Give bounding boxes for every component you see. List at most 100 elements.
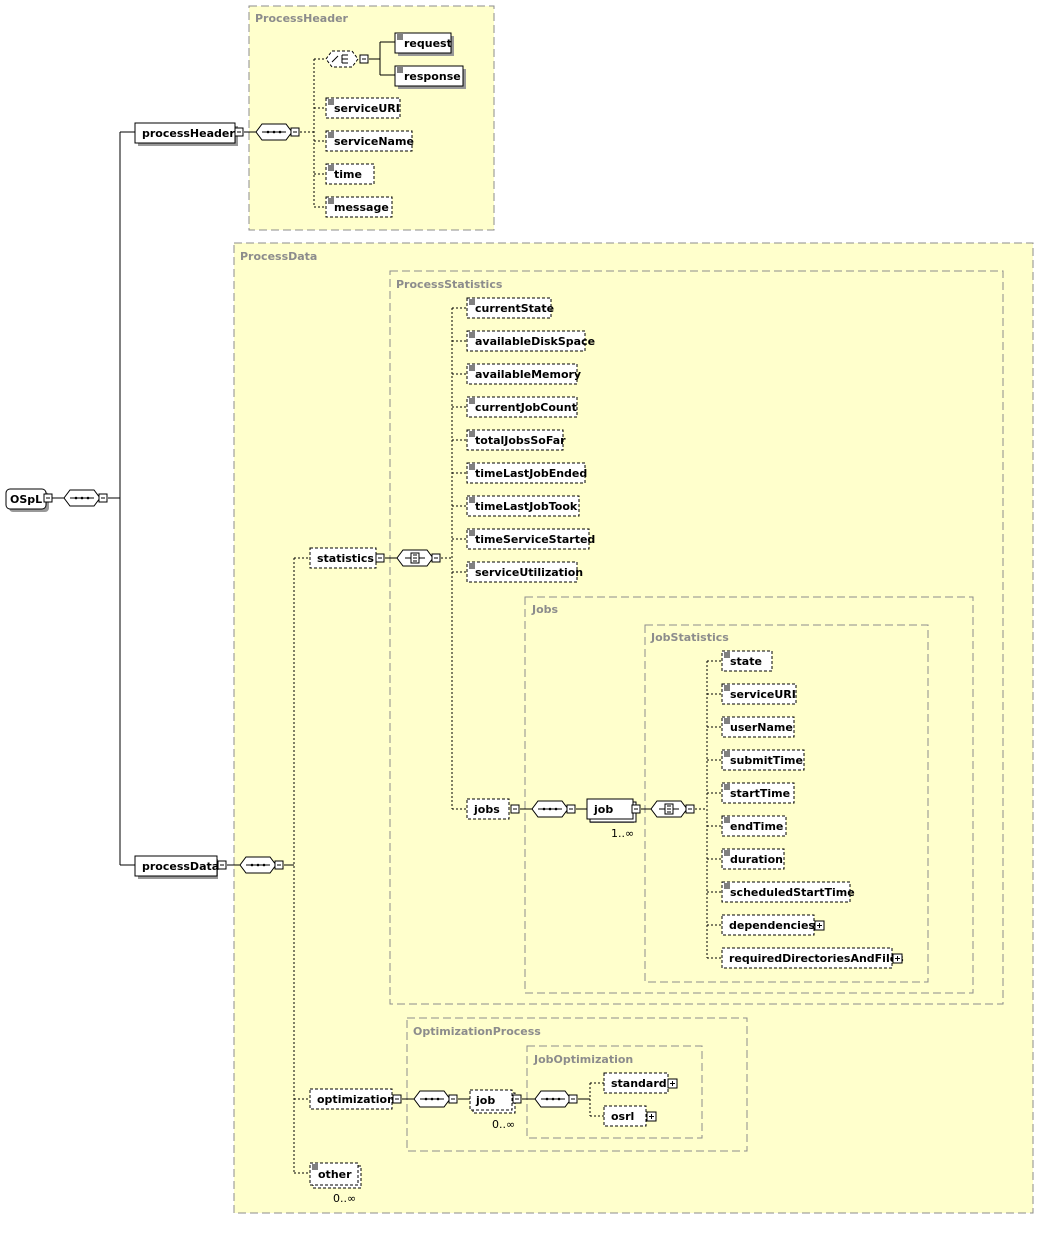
label-request: request xyxy=(404,37,452,50)
root-toggle[interactable] xyxy=(43,493,53,503)
label-process-header: processHeader xyxy=(142,127,235,140)
element-jobs[interactable]: jobs xyxy=(466,798,510,820)
process-header-toggle[interactable] xyxy=(234,127,244,137)
label-required-directories-and-files: requiredDirectoriesAndFiles xyxy=(729,952,904,965)
group-label-process-data: ProcessData xyxy=(240,250,317,263)
label-service-name: serviceName xyxy=(334,135,414,148)
label-opt-job: job xyxy=(475,1094,495,1107)
occurrence-other: 0..∞ xyxy=(333,1192,356,1205)
element-service-utilization[interactable]: serviceUtilization xyxy=(466,561,583,583)
element-osrl[interactable]: osrl xyxy=(603,1105,647,1127)
sequence-compositor-opt-job xyxy=(534,1090,572,1108)
statistics-toggle[interactable] xyxy=(375,553,385,563)
group-label-process-statistics: ProcessStatistics xyxy=(396,278,503,291)
element-header-service-uri[interactable]: serviceURI xyxy=(325,97,401,119)
group-label-job-statistics: JobStatistics xyxy=(650,631,729,644)
occurrence-job: 1..∞ xyxy=(611,827,634,840)
label-process-data: processData xyxy=(142,860,219,873)
element-job-repeating[interactable]: job xyxy=(586,798,637,823)
process-data-toggle[interactable] xyxy=(217,860,227,870)
label-osrl: osrl xyxy=(611,1110,634,1123)
label-submit-time: submitTime xyxy=(730,754,803,767)
element-statistics[interactable]: statistics xyxy=(309,547,377,569)
element-message[interactable]: message xyxy=(325,196,393,218)
label-time: time xyxy=(334,168,362,181)
element-current-state[interactable]: currentState xyxy=(466,297,554,319)
element-current-job-count[interactable]: currentJobCount xyxy=(466,396,578,418)
element-time-last-job-took[interactable]: timeLastJobTook xyxy=(466,495,580,517)
element-other-repeating[interactable]: other xyxy=(309,1162,362,1189)
optimization-toggle[interactable] xyxy=(392,1094,402,1104)
element-process-header[interactable]: processHeader xyxy=(134,122,238,146)
sequence-toggle-jobs[interactable] xyxy=(566,804,576,814)
element-user-name[interactable]: userName xyxy=(721,716,795,738)
choice-toggle-header[interactable] xyxy=(359,54,369,64)
element-service-name[interactable]: serviceName xyxy=(325,130,414,152)
sequence-compositor-jobs xyxy=(531,800,569,818)
element-process-data[interactable]: processData xyxy=(134,855,219,879)
all-compositor-job xyxy=(650,800,688,818)
element-optimization[interactable]: optimization xyxy=(309,1088,395,1110)
label-start-time: startTime xyxy=(730,787,790,800)
root-label: OSpL xyxy=(10,493,42,506)
root-element-ospl[interactable]: OSpL xyxy=(5,488,49,512)
sequence-compositor-header xyxy=(255,123,293,141)
element-duration[interactable]: duration xyxy=(721,848,785,870)
all-compositor-statistics xyxy=(396,549,434,567)
occurrence-opt-job: 0..∞ xyxy=(492,1118,515,1131)
element-request[interactable]: request xyxy=(394,32,454,56)
connectors xyxy=(52,41,722,1174)
label-user-name: userName xyxy=(730,721,793,734)
label-statistics: statistics xyxy=(317,552,374,565)
element-time-last-job-ended[interactable]: timeLastJobEnded xyxy=(466,462,587,484)
label-other: other xyxy=(318,1168,352,1181)
element-available-memory[interactable]: availableMemory xyxy=(466,363,581,385)
osrl-expand-toggle[interactable] xyxy=(646,1111,657,1122)
standard-expand-toggle[interactable] xyxy=(667,1078,678,1089)
sequence-toggle-optimization[interactable] xyxy=(448,1094,458,1104)
group-label-process-header: ProcessHeader xyxy=(255,12,349,25)
element-start-time[interactable]: startTime xyxy=(721,782,795,804)
label-time-last-job-took: timeLastJobTook xyxy=(475,500,578,513)
element-opt-job-repeating[interactable]: job xyxy=(469,1089,516,1114)
label-current-state: currentState xyxy=(475,302,554,315)
element-time-service-started[interactable]: timeServiceStarted xyxy=(466,528,595,550)
jobs-toggle[interactable] xyxy=(510,804,520,814)
label-standard: standard xyxy=(611,1077,667,1090)
sequence-toggle-data[interactable] xyxy=(274,860,284,870)
element-response[interactable]: response xyxy=(394,65,466,89)
element-standard[interactable]: standard xyxy=(603,1072,669,1094)
element-submit-time[interactable]: submitTime xyxy=(721,749,805,771)
job-toggle[interactable] xyxy=(631,804,641,814)
group-label-jobs: Jobs xyxy=(531,603,559,616)
label-scheduled-start-time: scheduledStartTime xyxy=(730,886,855,899)
label-dependencies: dependencies xyxy=(729,919,815,932)
label-job-service-uri: serviceURI xyxy=(730,688,796,701)
element-time[interactable]: time xyxy=(325,163,375,185)
sequence-toggle-root[interactable] xyxy=(98,493,108,503)
sequence-toggle-header[interactable] xyxy=(290,127,300,137)
element-total-jobs-so-far[interactable]: totalJobsSoFar xyxy=(466,429,566,451)
label-duration: duration xyxy=(730,853,783,866)
dependencies-expand-toggle[interactable] xyxy=(814,920,825,931)
element-job-service-uri[interactable]: serviceURI xyxy=(721,683,797,705)
label-job: job xyxy=(593,803,613,816)
sequence-compositor-root xyxy=(63,489,101,507)
label-service-utilization: serviceUtilization xyxy=(475,566,583,579)
label-available-disk-space: availableDiskSpace xyxy=(475,335,595,348)
element-state[interactable]: state xyxy=(721,650,773,672)
element-dependencies[interactable]: dependencies xyxy=(721,914,815,936)
required-directories-expand-toggle[interactable] xyxy=(892,953,903,964)
sequence-compositor-optimization xyxy=(413,1090,451,1108)
sequence-toggle-opt-job[interactable] xyxy=(568,1094,578,1104)
all-toggle-job[interactable] xyxy=(685,804,695,814)
element-scheduled-start-time[interactable]: scheduledStartTime xyxy=(721,881,855,903)
element-required-directories-and-files[interactable]: requiredDirectoriesAndFiles xyxy=(721,947,904,969)
element-end-time[interactable]: endTime xyxy=(721,815,787,837)
label-message: message xyxy=(334,201,389,214)
all-toggle-statistics[interactable] xyxy=(431,553,441,563)
element-available-disk-space[interactable]: availableDiskSpace xyxy=(466,330,595,352)
opt-job-toggle[interactable] xyxy=(512,1094,522,1104)
group-label-optimization-process: OptimizationProcess xyxy=(413,1025,541,1038)
label-available-memory: availableMemory xyxy=(475,368,581,381)
